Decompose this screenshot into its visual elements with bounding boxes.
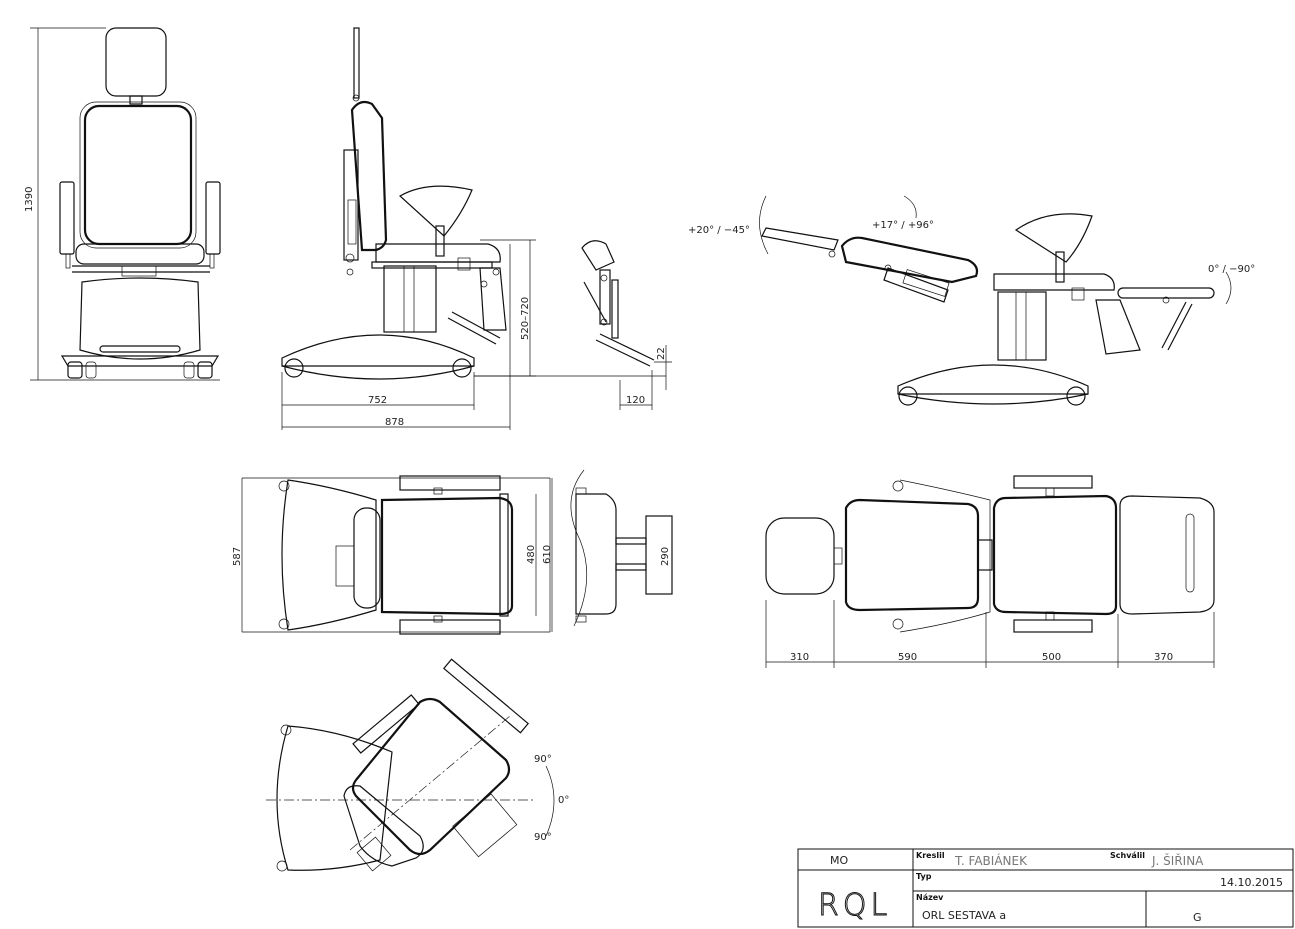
- dim-total-length: 878: [385, 417, 404, 428]
- front-legrest: [79, 277, 201, 360]
- side-back-mechanism: [343, 149, 359, 261]
- angle-rotation-top: 90°: [534, 754, 552, 765]
- side-leg-linkage: [479, 267, 507, 331]
- dim-foot-offset: 120: [626, 395, 645, 406]
- front-view: 1390: [24, 27, 221, 381]
- flat-legrest: [1119, 495, 1215, 615]
- front-armrest-right: [205, 181, 221, 255]
- angle-rotation-mid: 0°: [558, 795, 569, 806]
- rotation-view: 90° 0° 90°: [266, 658, 569, 872]
- reclined-backrest: [840, 236, 979, 284]
- reclined-view: +20° / −45° +17° / +96° 0° / −90°: [688, 195, 1255, 406]
- rotation-armrest-lower: [352, 694, 420, 754]
- angle-headrest: +20° / −45°: [688, 225, 750, 236]
- tb-date: 14.10.2015: [1220, 876, 1283, 889]
- dim-footrest-width: 290: [660, 547, 671, 566]
- side-column: [383, 265, 437, 333]
- tb-kreslil-label: Kreslil: [916, 851, 945, 860]
- rotation-armrest-upper: [442, 658, 530, 734]
- leg-detail-pad: [581, 240, 615, 271]
- tb-kreslil-value: T. FABIÁNEK: [954, 853, 1028, 868]
- dim-width-seat: 480: [526, 545, 537, 564]
- dim-flat-back: 590: [898, 652, 917, 663]
- side-headrest: [353, 27, 360, 99]
- angle-rotation-bottom: 90°: [534, 832, 552, 843]
- tb-nazev-value: ORL SESTAVA a: [922, 909, 1006, 922]
- dim-width-arms: 610: [542, 545, 553, 564]
- top-base: [281, 479, 377, 631]
- rotation-seat: [351, 697, 511, 856]
- reclined-headrest: [761, 227, 839, 251]
- side-wheel-rear: [284, 358, 304, 378]
- top-armrest-lower: [399, 619, 501, 635]
- dim-height-total: 1390: [24, 187, 35, 212]
- top-armrest-upper: [399, 475, 501, 491]
- tb-schvalil-label: Schválil: [1110, 851, 1145, 860]
- tb-mo: MO: [830, 854, 848, 867]
- front-backrest: [83, 104, 193, 246]
- flat-backrest: [844, 498, 980, 612]
- front-wheel-left: [67, 361, 83, 379]
- reclined-legrest: [1117, 287, 1215, 299]
- dim-flat-headrest: 310: [790, 652, 809, 663]
- top-footplate: [645, 515, 673, 595]
- dim-flat-leg: 370: [1154, 652, 1173, 663]
- side-base: [281, 334, 475, 367]
- top-leg-pad: [575, 493, 617, 615]
- top-seat: [380, 496, 514, 616]
- reclined-seat: [993, 273, 1115, 291]
- top-view: 587 480 610: [232, 475, 553, 635]
- reclined-base: [897, 364, 1089, 395]
- front-seat: [75, 243, 205, 265]
- dim-flat-seat: 500: [1042, 652, 1061, 663]
- front-headrest-post: [129, 95, 143, 105]
- rotation-base: [276, 725, 393, 871]
- angle-legrest: 0° / −90°: [1208, 264, 1255, 275]
- front-headrest: [105, 27, 167, 97]
- side-view: 752 878 520–720: [281, 27, 536, 430]
- reclined-column: [997, 291, 1047, 361]
- front-wheel-right: [197, 361, 213, 379]
- front-base: [60, 355, 220, 367]
- side-seat: [375, 243, 501, 263]
- front-armrest-left: [59, 181, 75, 255]
- angle-backrest: +17° / +96°: [872, 220, 934, 231]
- flat-headrest: [765, 517, 835, 595]
- tb-nazev-label: Název: [916, 893, 944, 902]
- flat-armrest-lower: [1013, 619, 1093, 633]
- dim-foot-height: 22: [656, 347, 667, 360]
- dim-seat-height-range: 520–720: [520, 297, 531, 340]
- rotation-headrest: [343, 785, 424, 867]
- tb-sheet: G: [1193, 911, 1202, 924]
- flat-armrest-upper: [1013, 475, 1093, 489]
- title-block: MO Kreslil T. FABIÁNEK Schválil J. ŠIŘIN…: [797, 848, 1294, 928]
- flat-seat: [992, 494, 1118, 616]
- side-backrest: [350, 100, 388, 252]
- leg-detail-view: 120 22: [474, 240, 672, 410]
- logo: RQL: [818, 888, 891, 923]
- flat-top-view: 310 590 500 370: [765, 475, 1215, 668]
- dim-base-length: 752: [368, 395, 387, 406]
- side-armrest: [398, 185, 473, 237]
- reclined-armrest: [1014, 213, 1093, 263]
- tb-schvalil-value: J. ŠIŘINA: [1151, 853, 1204, 868]
- tb-typ-label: Typ: [916, 872, 932, 881]
- side-wheel-front: [452, 358, 472, 378]
- top-leg-detail: 290: [570, 469, 673, 627]
- dim-width-total: 587: [232, 547, 243, 566]
